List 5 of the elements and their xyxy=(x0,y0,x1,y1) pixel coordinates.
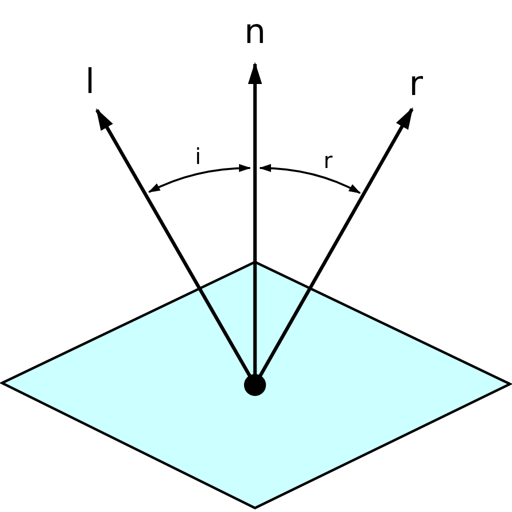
vector-label: n xyxy=(244,15,266,49)
angle-label: i xyxy=(194,147,202,169)
vector-label: l xyxy=(85,65,95,99)
angle-label: r xyxy=(323,151,333,173)
vector-label: r xyxy=(409,67,423,101)
